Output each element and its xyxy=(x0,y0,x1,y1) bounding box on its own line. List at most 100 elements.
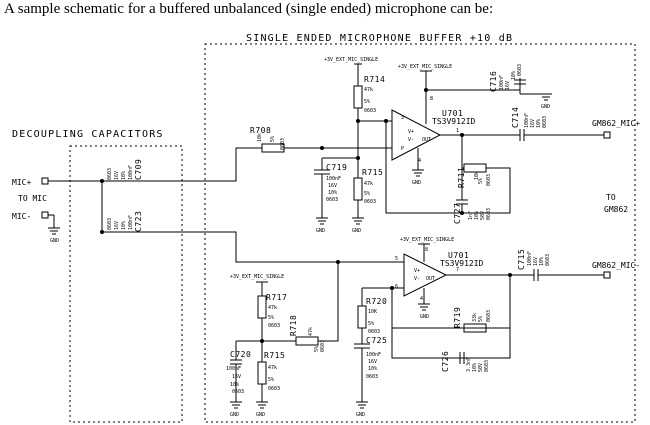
svg-text:TS3V912ID: TS3V912ID xyxy=(440,259,484,268)
input-ground: GND xyxy=(48,215,60,244)
svg-text:10%: 10% xyxy=(472,363,478,372)
supply-label-u701-top: +3V_EXT_MIC_SINGLE xyxy=(398,64,452,124)
svg-text:C727: C727 xyxy=(453,203,462,224)
svg-text:0603: 0603 xyxy=(542,116,548,128)
svg-text:+3V_EXT_MIC_SINGLE: +3V_EXT_MIC_SINGLE xyxy=(324,57,378,63)
svg-text:GND: GND xyxy=(230,412,239,418)
u701-top-opamp: U701 TS3V912ID 3 P V+ V- OUT 1 8 4 xyxy=(391,96,476,164)
c723-capacitor: C723 0603 16V 10% 100nF xyxy=(107,211,143,232)
svg-text:10k: 10k xyxy=(257,133,263,142)
svg-text:16V: 16V xyxy=(114,221,120,230)
svg-text:10k: 10k xyxy=(474,171,480,180)
buffer-block-title: SINGLE ENDED MICROPHONE BUFFER +10 dB xyxy=(246,33,513,44)
svg-text:100nF: 100nF xyxy=(499,75,505,90)
r718-resistor: R718 47k 5% 0603 xyxy=(289,315,326,352)
svg-text:+3V_EXT_MIC_SINGLE: +3V_EXT_MIC_SINGLE xyxy=(230,274,284,280)
svg-text:+3V_EXT_MIC_SINGLE: +3V_EXT_MIC_SINGLE xyxy=(398,64,452,70)
svg-text:U701: U701 xyxy=(442,109,463,118)
svg-text:100nF: 100nF xyxy=(128,215,134,230)
svg-text:3: 3 xyxy=(401,115,404,121)
svg-text:R714: R714 xyxy=(364,75,385,84)
svg-text:10%: 10% xyxy=(539,257,545,266)
svg-text:GND: GND xyxy=(420,314,429,320)
svg-text:50V: 50V xyxy=(480,211,486,220)
svg-text:C719: C719 xyxy=(326,163,347,172)
svg-text:0603: 0603 xyxy=(280,138,286,150)
svg-text:4: 4 xyxy=(418,158,421,164)
supply-label-u701-bottom: +3V_EXT_MIC_SINGLE xyxy=(400,237,454,262)
svg-text:50V: 50V xyxy=(478,363,484,372)
r719-resistor: R719 33k 5% 0603 xyxy=(453,307,492,333)
svg-text:0603: 0603 xyxy=(368,329,380,335)
svg-text:0603: 0603 xyxy=(364,199,376,205)
svg-text:1nF: 1nF xyxy=(468,211,474,220)
buffer-block-outline xyxy=(204,43,636,423)
svg-text:5%: 5% xyxy=(270,136,276,142)
c726-capacitor: C726 3.3nF 10% 50V 0603 xyxy=(441,351,490,372)
svg-text:16V: 16V xyxy=(533,257,539,266)
svg-text:0603: 0603 xyxy=(326,197,338,203)
svg-text:0603: 0603 xyxy=(486,208,492,220)
svg-text:OUT: OUT xyxy=(422,137,431,143)
svg-text:R715: R715 xyxy=(362,168,383,177)
svg-text:100nF: 100nF xyxy=(527,251,533,266)
svg-text:0603: 0603 xyxy=(486,174,492,186)
svg-text:100nF: 100nF xyxy=(524,113,530,128)
svg-text:100nF: 100nF xyxy=(128,165,134,180)
svg-text:5%: 5% xyxy=(268,377,274,383)
to-device-label: GM862 xyxy=(604,205,628,214)
supply-label-r714: +3V_EXT_MIC_SINGLE xyxy=(324,57,378,82)
c725-ground: GND xyxy=(356,401,368,418)
mic-minus-connector: MIC- xyxy=(12,211,49,221)
intro-text: A sample schematic for a buffered unbala… xyxy=(4,1,494,17)
svg-text:0603: 0603 xyxy=(366,374,378,380)
svg-text:C725: C725 xyxy=(366,336,387,345)
svg-text:47k: 47k xyxy=(268,365,277,371)
svg-text:10%: 10% xyxy=(328,190,337,196)
svg-text:100nF: 100nF xyxy=(326,176,341,182)
svg-text:0603: 0603 xyxy=(107,168,113,180)
svg-text:16V: 16V xyxy=(530,119,536,128)
svg-text:0603: 0603 xyxy=(484,360,490,372)
svg-text:C726: C726 xyxy=(441,351,450,372)
svg-text:10%: 10% xyxy=(474,211,480,220)
r715-top-ground: GND xyxy=(352,217,364,234)
c720-capacitor: C720 100nF 16V 10% 0603 xyxy=(226,340,262,402)
svg-text:0603: 0603 xyxy=(232,389,244,395)
svg-text:5%: 5% xyxy=(478,178,484,184)
svg-text:0603: 0603 xyxy=(486,310,492,322)
svg-text:V-: V- xyxy=(414,276,420,282)
c727-capacitor: C727 1nF 10% 50V 0603 xyxy=(453,168,492,224)
svg-text:10%: 10% xyxy=(121,171,127,180)
svg-text:OUT: OUT xyxy=(426,276,435,282)
svg-text:7: 7 xyxy=(456,267,459,273)
svg-text:GND: GND xyxy=(356,412,365,418)
c719-capacitor: C719 100nF 16V 10% 0603 xyxy=(314,158,347,218)
svg-text:R717: R717 xyxy=(266,293,287,302)
svg-text:V+: V+ xyxy=(408,129,414,135)
svg-text:100nF: 100nF xyxy=(226,366,241,372)
svg-text:5%: 5% xyxy=(478,316,484,322)
svg-text:47k: 47k xyxy=(268,305,277,311)
c716-ground: GND xyxy=(519,78,552,110)
svg-text:GM862_MIC-: GM862_MIC- xyxy=(592,261,640,270)
svg-text:10%: 10% xyxy=(536,119,542,128)
svg-text:5%: 5% xyxy=(314,346,320,352)
svg-text:47k: 47k xyxy=(308,327,314,336)
decoupling-block-title: DECOUPLING CAPACITORS xyxy=(12,129,164,140)
svg-text:R715: R715 xyxy=(264,351,285,360)
svg-text:GM862_MIC+: GM862_MIC+ xyxy=(592,119,640,128)
svg-text:16V: 16V xyxy=(114,171,120,180)
mic-plus-connector: MIC+ xyxy=(12,177,49,187)
c725-capacitor: C725 100nF 16V 10% 0603 xyxy=(354,336,387,402)
svg-text:8: 8 xyxy=(430,96,433,102)
svg-text:P: P xyxy=(401,146,404,152)
mic-plus-label: MIC+ xyxy=(12,178,31,187)
svg-text:8: 8 xyxy=(425,247,428,253)
svg-text:R718: R718 xyxy=(289,315,298,336)
svg-text:GND: GND xyxy=(352,228,361,234)
svg-text:R708: R708 xyxy=(250,126,271,135)
svg-text:16V: 16V xyxy=(368,359,377,365)
svg-text:GND: GND xyxy=(256,412,265,418)
